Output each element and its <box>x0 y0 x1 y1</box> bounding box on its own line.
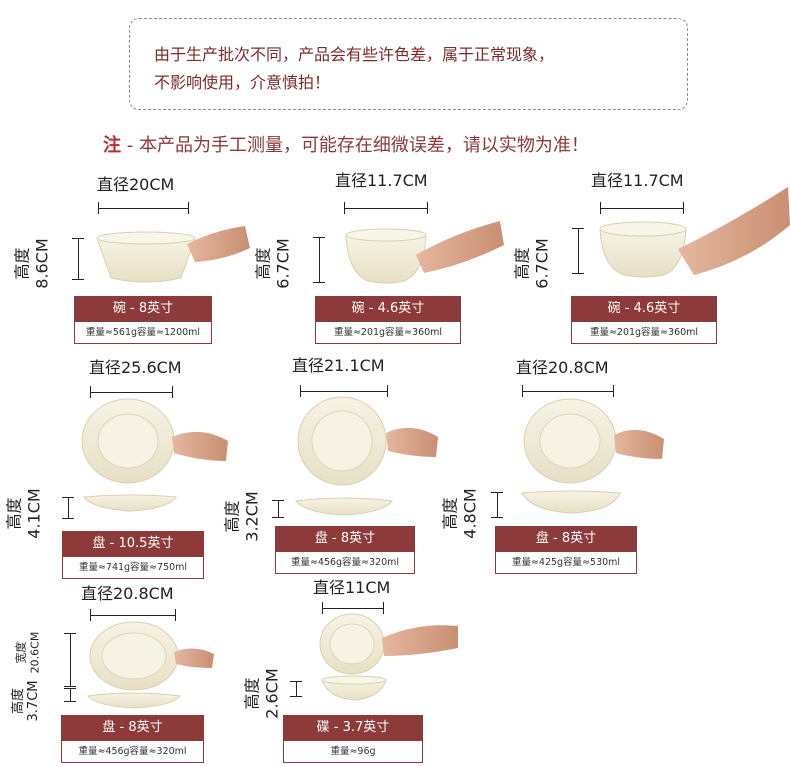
hand-icon <box>416 221 504 273</box>
note-text: - 本产品为手工测量，可能存在细微误差，请以实物为准！ <box>121 135 589 156</box>
hand-icon <box>187 226 250 262</box>
diameter-line <box>322 602 384 614</box>
height-line <box>62 497 74 519</box>
diameter-label: 直径20.8CM <box>81 584 174 603</box>
note-prefix: 注 <box>103 135 121 156</box>
height-line <box>290 681 302 697</box>
product-name: 盘 - 8英寸 <box>275 526 415 552</box>
height-line <box>72 238 84 280</box>
bowl-image <box>96 226 250 283</box>
product-name: 碟 - 3.7英寸 <box>283 715 423 741</box>
diameter-line <box>90 386 173 398</box>
product-name: 碗 - 4.6英寸 <box>571 296 717 322</box>
plate-image <box>521 398 664 514</box>
hand-icon <box>172 431 228 461</box>
product-name: 盘 - 8英寸 <box>495 526 637 552</box>
height-line <box>491 492 503 518</box>
dish-image <box>319 613 458 701</box>
notice-line-2: 不影响使用，介意慎拍！ <box>154 73 331 92</box>
diameter-label: 直径25.6CM <box>89 358 182 377</box>
notice-line-1: 由于生产批次不同，产品会有些许色差，属于正常现象， <box>154 45 555 64</box>
product-name: 盘 - 8英寸 <box>61 715 204 741</box>
product-name: 盘 - 10.5英寸 <box>62 531 204 557</box>
product-spec: 重量≈201g容量≈360ml <box>315 322 461 344</box>
hand-icon <box>386 427 438 457</box>
diameter-label: 直径20CM <box>97 175 175 194</box>
diameter-line <box>600 202 684 214</box>
plate-image <box>87 621 214 709</box>
diameter-line <box>90 609 176 621</box>
hand-icon <box>614 429 664 459</box>
diameter-line <box>98 202 189 214</box>
product-spec: 重量≈201g容量≈360ml <box>571 322 717 344</box>
notice-box: 由于生产批次不同，产品会有些许色差，属于正常现象， 不影响使用，介意慎拍！ <box>129 18 688 110</box>
hand-icon <box>382 625 458 656</box>
diameter-line <box>344 202 428 214</box>
product-name: 碗 - 8英寸 <box>74 296 212 322</box>
diameter-label: 直径11.7CM <box>335 171 428 190</box>
product-spec: 重量≈425g容量≈530ml <box>495 552 637 574</box>
plate-image <box>81 398 228 512</box>
diameter-line <box>522 385 614 397</box>
height-line <box>272 500 284 518</box>
height-line <box>572 228 584 274</box>
diameter-label: 直径21.1CM <box>292 356 385 375</box>
product-spec: 重量≈561g容量≈1200ml <box>74 322 212 344</box>
diameter-label: 直径11CM <box>313 578 391 597</box>
diameter-label: 直径20.8CM <box>516 358 609 377</box>
product-name: 碗 - 4.6英寸 <box>315 296 461 322</box>
diameter-label: 直径11.7CM <box>591 171 684 190</box>
height-line <box>64 688 76 702</box>
bowl-image <box>599 187 790 278</box>
width-line <box>64 633 76 687</box>
product-spec: 重量≈741g容量≈750ml <box>62 557 204 579</box>
measurement-note: 注 - 本产品为手工测量，可能存在细微误差，请以实物为准！ <box>103 131 589 157</box>
height-line <box>313 237 325 283</box>
product-spec: 重量≈456g容量≈320ml <box>61 741 204 763</box>
diameter-line <box>300 385 388 397</box>
hand-icon <box>678 187 790 275</box>
product-spec: 重量≈96g <box>283 741 423 763</box>
bowl-image <box>345 221 504 284</box>
product-spec: 重量≈456g容量≈320ml <box>275 552 415 574</box>
hand-icon <box>174 648 214 668</box>
plate-image <box>295 396 438 516</box>
